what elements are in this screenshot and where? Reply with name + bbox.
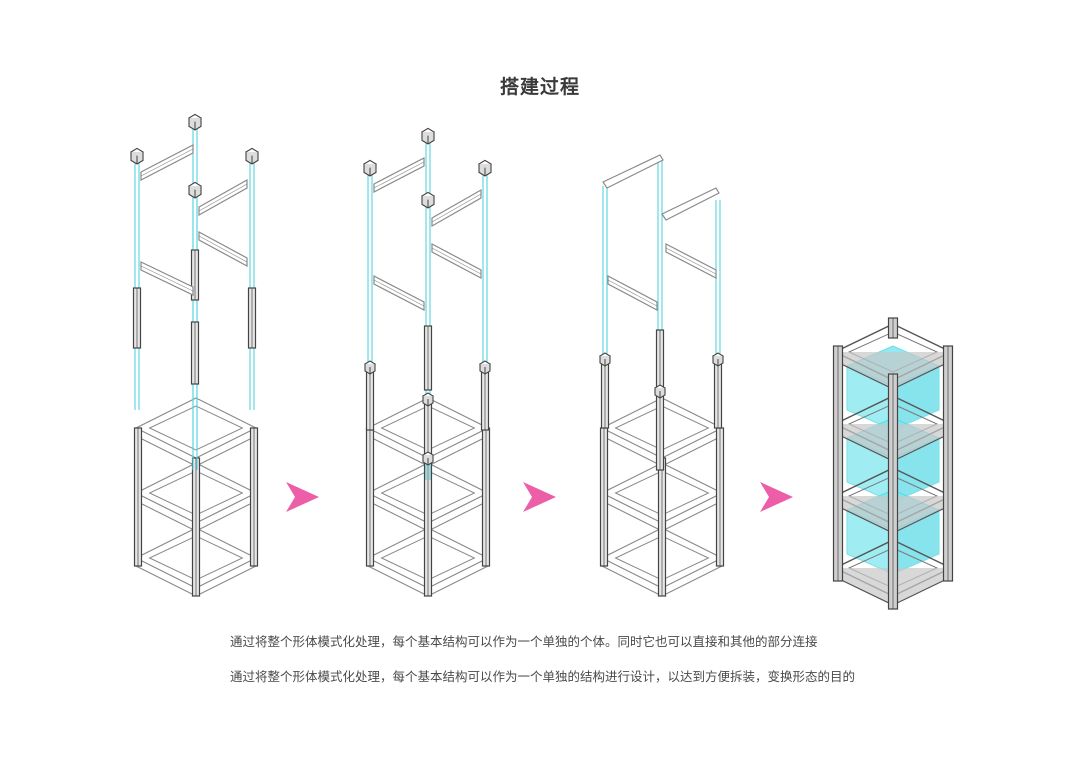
stage-3-structure — [598, 154, 725, 597]
caption-line-1: 通过将整个形体模式化处理，每个基本结构可以作为一个单独的个体。同时它也可以直接和… — [230, 634, 818, 649]
caption-line-2: 通过将整个形体模式化处理，每个基本结构可以作为一个单独的结构进行设计，以达到方便… — [230, 669, 856, 684]
page-title: 搭建过程 — [499, 76, 580, 98]
arrow-1-icon — [286, 482, 319, 512]
stage-2-structure — [362, 127, 493, 597]
stage-4-structure — [832, 317, 954, 610]
arrow-3-icon — [760, 482, 793, 512]
arrow-2-icon — [523, 482, 556, 512]
stage-1-structure — [129, 113, 260, 597]
